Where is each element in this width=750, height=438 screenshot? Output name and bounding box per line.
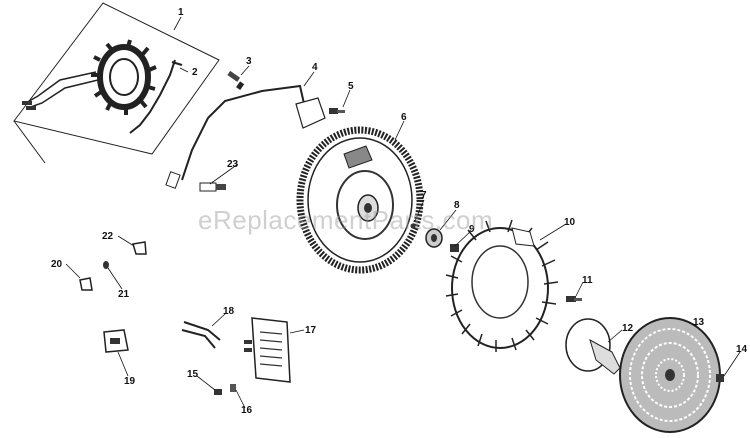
clip-20 <box>79 277 93 291</box>
callout-3: 3 <box>246 56 252 67</box>
callout-6: 6 <box>401 112 407 123</box>
screw-9 <box>450 244 459 252</box>
callout-10: 10 <box>564 217 576 228</box>
drive-hub <box>565 318 621 375</box>
screw-15 <box>214 389 222 395</box>
callout-22: 22 <box>102 231 114 242</box>
callout-2: 2 <box>192 67 198 78</box>
washer-16 <box>230 384 236 392</box>
stator-assembly <box>13 2 220 164</box>
screw-11 <box>566 296 582 302</box>
watermark: eReplacementParts.com <box>198 205 494 235</box>
callout-12: 12 <box>622 323 634 334</box>
nut-8 <box>425 228 443 248</box>
callout-16: 16 <box>241 405 253 416</box>
clamp-22 <box>132 241 147 255</box>
washer-7 <box>410 223 416 229</box>
callout-5: 5 <box>348 81 354 92</box>
switch-19 <box>103 329 129 353</box>
leader-lines <box>65 16 741 409</box>
callout-20: 20 <box>51 259 63 270</box>
callout-18: 18 <box>223 306 235 317</box>
callout-11: 11 <box>582 275 593 286</box>
screw-5 <box>329 108 345 114</box>
rotating-screen <box>619 317 721 433</box>
callout-labels: 1 2 3 4 5 6 7 8 9 10 11 12 13 14 15 16 1… <box>51 7 748 416</box>
cooling-fan <box>445 219 559 352</box>
callout-17: 17 <box>305 325 317 336</box>
callout-8: 8 <box>454 200 460 211</box>
flywheel <box>296 126 424 274</box>
callout-7: 7 <box>421 190 427 201</box>
callout-15: 15 <box>187 369 199 380</box>
callout-23: 23 <box>227 159 239 170</box>
screw-3 <box>227 70 245 90</box>
spark-plug <box>199 182 226 192</box>
callout-19: 19 <box>124 376 136 387</box>
nut-14 <box>716 374 724 382</box>
wire-connector <box>181 321 221 349</box>
callout-13: 13 <box>693 317 705 328</box>
ignition-lead <box>165 84 326 189</box>
callout-9: 9 <box>469 224 475 235</box>
rectifier-regulator <box>244 317 291 383</box>
grommet-21 <box>103 261 109 269</box>
callout-1: 1 <box>178 7 184 18</box>
callout-4: 4 <box>312 62 318 73</box>
wire-clip <box>129 59 183 134</box>
callout-21: 21 <box>118 289 130 300</box>
callout-14: 14 <box>736 344 748 355</box>
